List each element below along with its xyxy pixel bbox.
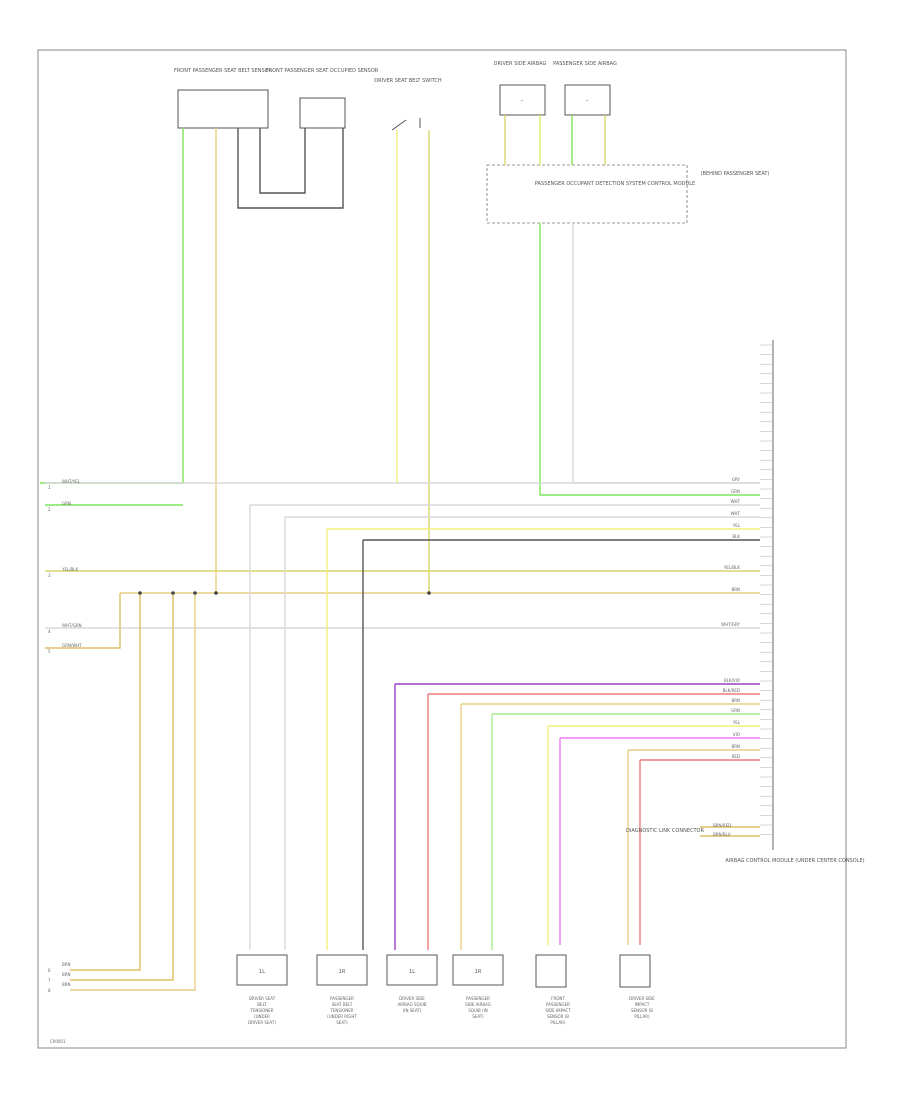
left-terminal-1: 1	[48, 485, 51, 490]
left-wire-label-3: YEL/BLK	[61, 567, 79, 572]
bus-wires	[45, 482, 760, 837]
bottom-component-glyph-1: 1L	[259, 969, 265, 975]
right-wire-label-15: VIO	[733, 732, 740, 737]
junction-dot-1	[138, 591, 142, 595]
left-terminal-4: 4	[48, 629, 51, 634]
passenger-occupant-control-module: PASSENGER OCCUPANT DETECTION SYSTEM CONT…	[486, 164, 770, 224]
svg-text:BRN/RED: BRN/RED	[713, 823, 731, 828]
right-wire-label-14: YEL	[732, 720, 741, 725]
right-wire-label-2: GRN	[731, 489, 740, 494]
left-terminal-8: 8	[48, 988, 51, 993]
airbag-control-module-label: AIRBAG CONTROL MODULE (UNDER CENTER CONS…	[725, 858, 864, 864]
diagram-frame	[37, 49, 847, 1049]
drop-brn-1	[70, 593, 141, 971]
right-wire-label-5: YEL	[732, 523, 741, 528]
svg-text:PASSENGER OCCUPANT DETECTION S: PASSENGER OCCUPANT DETECTION SYSTEM CONT…	[535, 181, 695, 187]
bottom-component-glyph-2: 1R	[339, 969, 346, 975]
right-wire-label-12: BRN	[731, 698, 740, 703]
junction-dot-5	[427, 591, 431, 595]
right-wire-label-1: GRY	[732, 477, 741, 482]
right-wire-label-10: BLK/VIO	[724, 678, 740, 683]
svg-text:DRIVER SEAT BELT SWITCH: DRIVER SEAT BELT SWITCH	[374, 78, 442, 84]
sheet-id: C00001	[50, 1039, 66, 1044]
right-wire-label-7: YEL/BLK	[723, 565, 741, 570]
left-terminal-3: 3	[48, 573, 51, 578]
drop-brn-3	[70, 593, 196, 991]
svg-text:FRONT PASSENGER SEAT OCCUPIED: FRONT PASSENGER SEAT OCCUPIED SENSOR	[266, 68, 379, 74]
right-wire-label-16: BRN	[731, 744, 740, 749]
right-wire-label-13: GRN	[731, 708, 740, 713]
bottom-component-box-1	[236, 954, 288, 986]
svg-text:~: ~	[585, 98, 588, 103]
left-terminal-5: 5	[48, 649, 51, 654]
left-terminal-2: 2	[48, 507, 51, 512]
wire-occupied-sensor-loop-2	[259, 128, 306, 194]
left-wire-label-2: GRN	[62, 501, 71, 506]
wire-module-to-acm-green	[539, 223, 760, 496]
left-wire-label-7: BRN	[62, 972, 71, 977]
right-wire-label-4: WHT	[731, 511, 741, 516]
junction-dot-2	[171, 591, 175, 595]
left-terminal-6: 6	[48, 968, 51, 973]
bus-grn-wht	[45, 593, 121, 649]
wire-module-to-acm-white	[572, 223, 760, 484]
svg-text:DIAGNOSTIC LINK CONNECTOR: DIAGNOSTIC LINK CONNECTOR	[626, 828, 704, 834]
bottom-component-glyph-3: 1L	[409, 969, 415, 975]
right-wire-label-3: WHT	[731, 499, 741, 504]
left-wire-label-4: WHT/GRN	[62, 623, 82, 628]
svg-text:BRN/BLU: BRN/BLU	[713, 832, 731, 837]
bottom-component-glyph-4: 1R	[475, 969, 482, 975]
right-wire-label-17: RED	[732, 754, 740, 759]
left-terminal-7: 7	[48, 978, 51, 983]
right-wire-label-8: BRN	[731, 587, 740, 592]
left-wire-label-1: WHT/YEL	[62, 479, 81, 484]
bottom-component-box-3	[386, 954, 438, 986]
left-wire-label-6: BRN	[62, 962, 71, 967]
left-wire-label-5: GRN/WHT	[62, 643, 82, 648]
junction-dot-3	[193, 591, 197, 595]
top-component-front-passenger-seat-occupied-sensor: FRONT PASSENGER SEAT OCCUPIED SENSOR	[266, 68, 379, 129]
wire-seatbelt-sensor-green	[40, 128, 184, 484]
svg-text:~: ~	[520, 98, 523, 103]
airbag-control-module-connector	[760, 340, 774, 850]
left-wire-label-8: BRN	[62, 982, 71, 987]
svg-text:FRONT PASSENGER SEAT BELT SENS: FRONT PASSENGER SEAT BELT SENSOR	[174, 68, 273, 74]
junction-dot-4	[214, 591, 218, 595]
drop-wires	[70, 505, 641, 991]
wire-occupied-sensor-loop	[237, 128, 344, 209]
right-wire-label-9: WHT/GRY	[721, 622, 740, 627]
right-wire-label-11: BLK/RED	[723, 688, 740, 693]
right-wire-labels: GRY GRN WHT WHT YEL BLK YEL/BLK BRN WHT/GRY BLK/V…	[721, 477, 741, 759]
diagnostic-link-connector: DIAGNOSTIC LINK CONNECTOR BRN/RED BRN/BL…	[626, 823, 731, 837]
svg-text:PASSENGER SIDE AIRBAG: PASSENGER SIDE AIRBAG	[553, 61, 617, 67]
bottom-component-box-6	[619, 954, 651, 988]
top-component-front-passenger-seat-belt-sensor: FRONT PASSENGER SEAT BELT SENSOR	[174, 68, 273, 129]
svg-text:(BEHIND PASSENGER SEAT): (BEHIND PASSENGER SEAT)	[701, 171, 770, 177]
svg-text:DRIVER SIDE AIRBAG: DRIVER SIDE AIRBAG	[494, 61, 547, 67]
bottom-component-box-2	[316, 954, 368, 986]
right-wire-label-6: BLK	[732, 534, 740, 539]
top-component-driver-side-airbag: DRIVER SIDE AIRBAG ~	[494, 61, 547, 116]
drop-brn-2	[70, 593, 174, 981]
left-terminals: 1WHT/YEL2GRN3YEL/BLK4WHT/GRN5GRN/WHT6BRN…	[48, 479, 82, 993]
top-component-passenger-side-airbag: PASSENGER SIDE AIRBAG ~	[553, 61, 617, 116]
top-component-driver-seat-belt-switch: DRIVER SEAT BELT SWITCH	[374, 78, 442, 131]
bottom-component-box-5	[535, 954, 567, 988]
bottom-component-box-4	[452, 954, 504, 986]
